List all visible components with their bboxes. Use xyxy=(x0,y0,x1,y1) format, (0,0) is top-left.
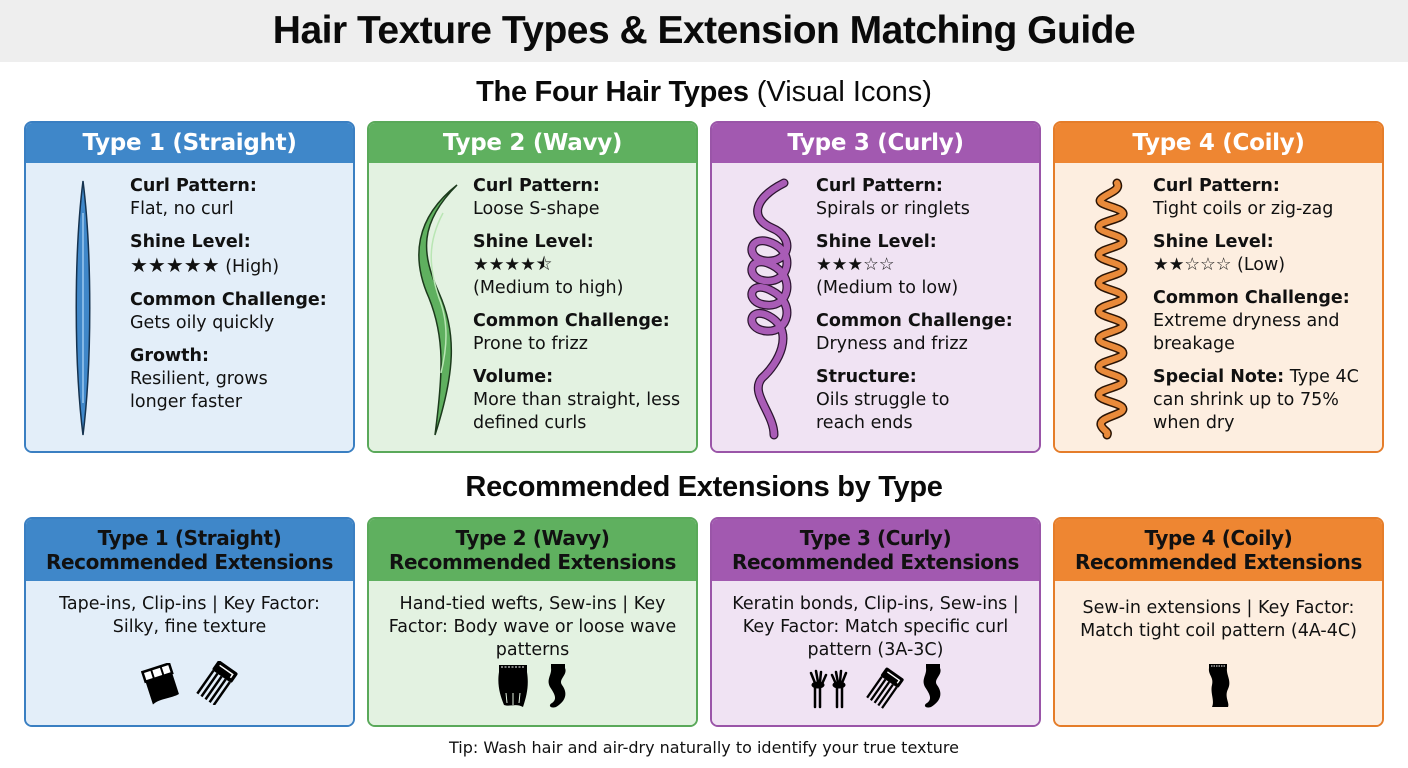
tape-in-icon xyxy=(140,661,181,709)
extension-card-subtitle: Recommended Extensions xyxy=(732,550,1019,574)
extra-label: Special Note: xyxy=(1153,367,1285,387)
shine-label: Shine Level: xyxy=(816,232,937,252)
curl-label: Curl Pattern: xyxy=(816,176,943,196)
extension-card-3: Type 3 (Curly) Recommended Extensions Ke… xyxy=(710,517,1041,727)
type-card-header: Type 3 (Curly) xyxy=(712,123,1039,163)
extension-card-title: Type 3 (Curly) xyxy=(799,526,952,550)
straight-strand-icon xyxy=(56,173,116,443)
clip-comb-icon xyxy=(195,660,239,709)
extension-description: Tape-ins, Clip-ins | Key Factor: Silky, … xyxy=(59,594,320,637)
extension-card-subtitle: Recommended Extensions xyxy=(389,550,676,574)
challenge-label: Common Challenge: xyxy=(1153,288,1350,308)
extension-card-title: Type 1 (Straight) xyxy=(97,526,282,550)
type-card-4: Type 4 (Coily) Curl Pattern: Tight coils… xyxy=(1053,121,1384,453)
type-card-1: Type 1 (Straight) Curl Pattern: Flat, no… xyxy=(24,121,355,453)
type-card-header: Type 1 (Straight) xyxy=(26,123,353,163)
section-title-hair-types: The Four Hair Types (Visual Icons) xyxy=(0,76,1408,109)
extra-value: Oils struggle to reach ends xyxy=(816,390,950,433)
shine-stars: ★★☆☆☆ xyxy=(1153,255,1232,275)
keratin-bond-icon xyxy=(807,669,851,713)
extra-label: Volume: xyxy=(473,367,554,387)
challenge-value: Extreme dryness and breakage xyxy=(1153,311,1340,354)
challenge-label: Common Challenge: xyxy=(816,311,1013,331)
shine-stars: ★★★★⯪ xyxy=(473,255,553,275)
page-title: Hair Texture Types & Extension Matching … xyxy=(272,9,1136,52)
section-title-bold: The Four Hair Types xyxy=(476,76,749,108)
curly-strand-icon xyxy=(734,173,794,443)
weft-icon xyxy=(496,663,530,713)
challenge-label: Common Challenge: xyxy=(130,290,327,310)
coily-strand-icon xyxy=(1087,173,1147,443)
section-title-extensions: Recommended Extensions by Type xyxy=(0,471,1408,504)
extension-card-subtitle: Recommended Extensions xyxy=(1075,550,1362,574)
extension-card-title: Type 4 (Coily) xyxy=(1144,526,1293,550)
shine-stars: ★★★★★ xyxy=(130,253,220,277)
shine-stars: ★★★☆☆ xyxy=(816,255,895,275)
shine-text: (Medium to low) xyxy=(816,278,959,298)
wavy-weft-icon xyxy=(919,663,945,713)
extension-card-subtitle: Recommended Extensions xyxy=(46,550,333,574)
challenge-value: Prone to frizz xyxy=(473,334,588,354)
shine-text: (Medium to high) xyxy=(473,278,624,298)
curl-label: Curl Pattern: xyxy=(130,176,257,196)
extra-value: Type 4C can shrink up to 75% when dry xyxy=(1153,367,1359,433)
extra-label: Structure: xyxy=(816,367,917,387)
title-bar: Hair Texture Types & Extension Matching … xyxy=(0,0,1408,62)
wavy-strand-icon xyxy=(399,173,459,443)
extra-value: More than straight, less defined curls xyxy=(473,390,681,433)
extra-value: Resilient, grows longer faster xyxy=(130,369,268,412)
curl-value: Spirals or ringlets xyxy=(816,199,970,219)
shine-text: (Low) xyxy=(1231,255,1286,275)
type-card-3: Type 3 (Curly) Curl Pattern: Spirals or … xyxy=(710,121,1041,453)
type-card-header: Type 4 (Coily) xyxy=(1055,123,1382,163)
extension-description: Keratin bonds, Clip-ins, Sew-ins | Key F… xyxy=(732,594,1019,660)
challenge-value: Dryness and frizz xyxy=(816,334,968,354)
shine-label: Shine Level: xyxy=(473,232,594,252)
extension-card-4: Type 4 (Coily) Recommended Extensions Se… xyxy=(1053,517,1384,727)
challenge-label: Common Challenge: xyxy=(473,311,670,331)
curl-label: Curl Pattern: xyxy=(1153,176,1280,196)
extra-label: Growth: xyxy=(130,346,210,366)
extension-card-1: Type 1 (Straight) Recommended Extensions… xyxy=(24,517,355,727)
section-title-light: (Visual Icons) xyxy=(756,76,932,108)
sew-in-weft-icon xyxy=(1206,663,1232,713)
extension-description: Sew-in extensions | Key Factor: Match ti… xyxy=(1080,598,1357,641)
tip-text: Tip: Wash hair and air-dry naturally to … xyxy=(449,738,959,757)
section-title-extensions-text: Recommended Extensions by Type xyxy=(465,471,943,503)
curl-value: Tight coils or zig-zag xyxy=(1153,199,1334,219)
wavy-weft-icon xyxy=(544,663,570,713)
clip-comb-icon xyxy=(865,667,905,713)
type-card-header: Type 2 (Wavy) xyxy=(369,123,696,163)
extension-card-title: Type 2 (Wavy) xyxy=(455,526,610,550)
curl-label: Curl Pattern: xyxy=(473,176,600,196)
shine-text: (High) xyxy=(219,257,280,277)
type-card-2: Type 2 (Wavy) Curl Pattern: Loose S-shap… xyxy=(367,121,698,453)
shine-label: Shine Level: xyxy=(1153,232,1274,252)
challenge-value: Gets oily quickly xyxy=(130,313,275,333)
curl-value: Flat, no curl xyxy=(130,199,234,219)
shine-label: Shine Level: xyxy=(130,232,251,252)
curl-value: Loose S-shape xyxy=(473,199,600,219)
extension-card-2: Type 2 (Wavy) Recommended Extensions Han… xyxy=(367,517,698,727)
extension-description: Hand-tied wefts, Sew-ins | Key Factor: B… xyxy=(388,594,677,660)
